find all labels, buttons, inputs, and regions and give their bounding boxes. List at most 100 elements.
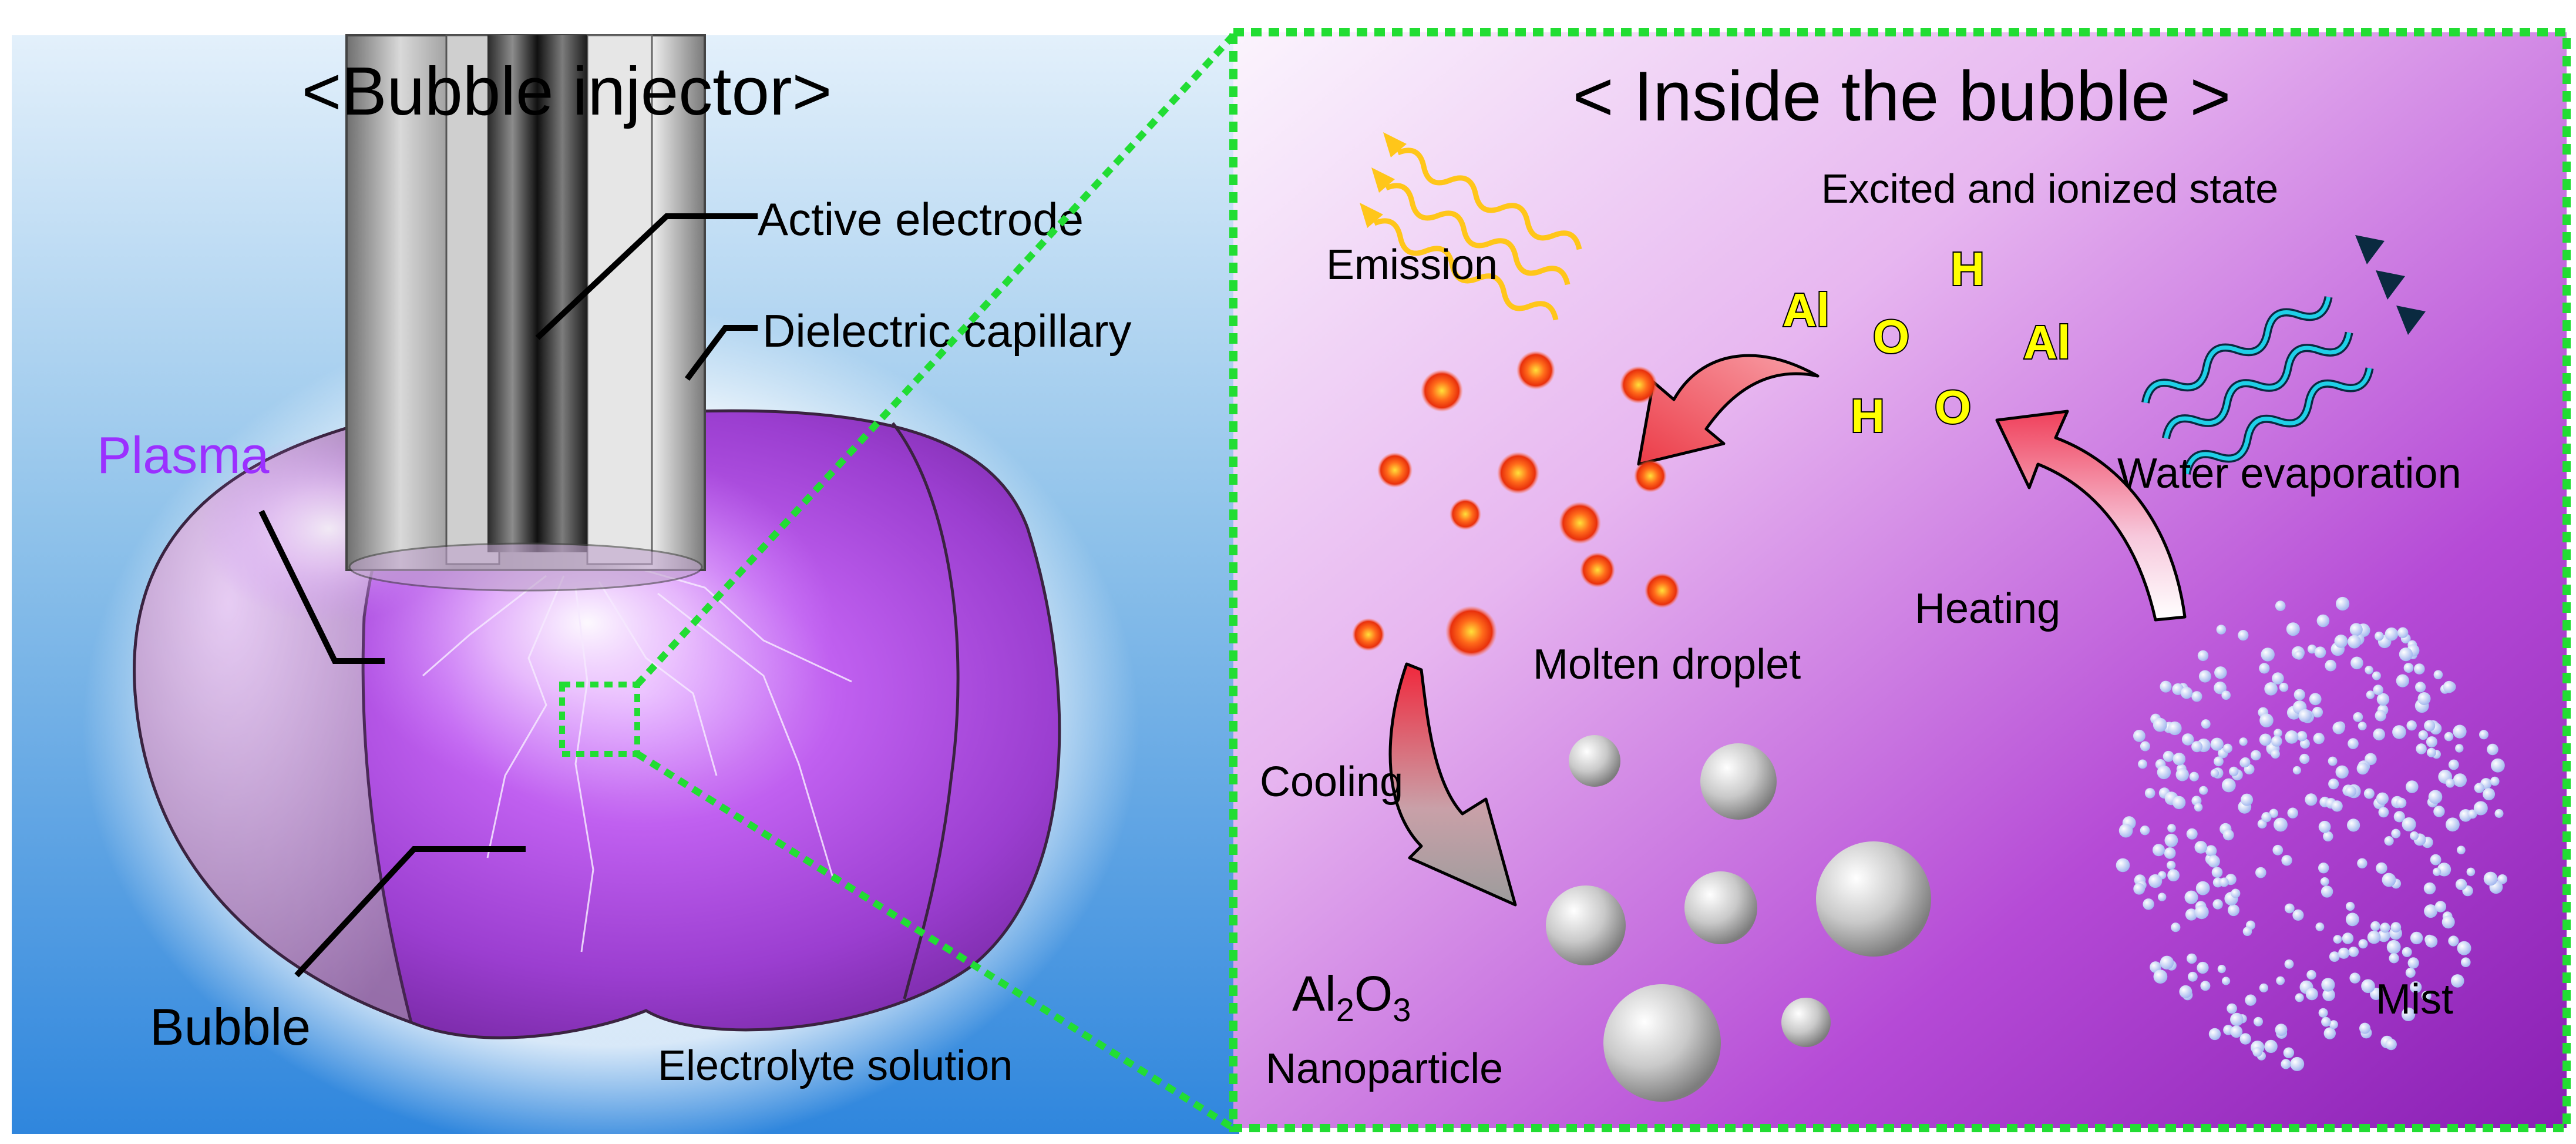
- inside-bubble-title: < Inside the bubble >: [1573, 57, 2231, 136]
- mist-droplet: [2180, 687, 2193, 699]
- mist-droplet: [2284, 903, 2295, 914]
- mist-droplet: [2210, 769, 2219, 778]
- formula-o: O: [1354, 966, 1393, 1021]
- mist-droplet: [2397, 627, 2409, 638]
- mist-droplet: [2410, 831, 2419, 840]
- mist-droplet: [2212, 899, 2223, 910]
- droplet: [1634, 459, 1667, 492]
- zoom-connectors: [634, 32, 1236, 1132]
- mist-droplet: [2214, 666, 2227, 679]
- mist-droplet: [2350, 656, 2363, 670]
- mist-droplet: [2329, 951, 2340, 962]
- emission-waves: [1373, 147, 1582, 321]
- droplet: [1450, 498, 1481, 530]
- mist-droplet: [2158, 893, 2167, 901]
- mist-droplet: [2168, 721, 2182, 736]
- mist-droplet: [2402, 947, 2412, 957]
- mist-droplet: [2318, 820, 2331, 833]
- mist-droplet: [2367, 930, 2381, 944]
- mist-droplet: [2286, 622, 2300, 636]
- zoom-source-box: [559, 682, 640, 757]
- mist-droplet: [2316, 614, 2330, 628]
- mist-droplet: [2380, 922, 2390, 933]
- mist-droplet: [2483, 871, 2498, 886]
- mist-droplet: [2261, 648, 2275, 662]
- mist-droplet: [2227, 1003, 2237, 1014]
- mist-droplet: [2230, 1012, 2244, 1026]
- mist-droplet: [2451, 974, 2464, 988]
- mist-droplet: [2430, 854, 2442, 865]
- mist-droplet: [2138, 759, 2147, 769]
- mist-droplet: [2163, 750, 2174, 762]
- atom-al-1: Al: [1783, 284, 1830, 336]
- mist-droplet: [2345, 786, 2357, 797]
- label-al2o3: Al2O3: [1292, 966, 1411, 1028]
- mist-droplet: [2214, 756, 2224, 767]
- mist-droplet: [2396, 674, 2409, 687]
- mist-droplet: [2320, 877, 2329, 886]
- mist-droplet: [2228, 904, 2239, 917]
- mist-droplet: [2353, 712, 2363, 722]
- mist-droplet: [2309, 693, 2322, 706]
- mist-droplet: [2375, 710, 2386, 722]
- mist-droplet: [2306, 969, 2316, 980]
- mist-droplet: [2428, 790, 2443, 804]
- mist-droplet: [2466, 867, 2476, 877]
- label-molten-droplet: Molten droplet: [1533, 641, 1801, 688]
- mist-droplet: [2389, 953, 2399, 964]
- label-bubble: Bubble: [150, 998, 311, 1056]
- nanoparticle-sphere: [1603, 984, 1721, 1102]
- evaporation-arrowheads: [2355, 235, 2426, 335]
- mist-droplet: [2457, 846, 2466, 854]
- mist-droplet: [2255, 867, 2266, 878]
- mist-droplet: [2384, 836, 2394, 846]
- mist-droplet: [2217, 965, 2226, 974]
- mist-droplet: [2259, 713, 2274, 727]
- left-panel: <Bubble injector> Active electrode Diele…: [12, 34, 1239, 1144]
- mist-droplet: [2173, 753, 2186, 766]
- evaporation-waves-color: [2143, 296, 2372, 475]
- mist-droplet: [2329, 1020, 2338, 1029]
- mist-droplet: [2160, 680, 2172, 693]
- mist-droplet: [2321, 978, 2335, 992]
- mist-droplet: [2338, 947, 2350, 959]
- mist-droplet: [2373, 685, 2383, 695]
- mist-droplet: [2179, 985, 2192, 998]
- label-dielectric-capillary: Dielectric capillary: [762, 305, 1132, 357]
- mist-droplet: [2284, 959, 2294, 969]
- emission-arrowheads: [1360, 132, 1407, 228]
- atom-h-2: H: [1851, 390, 1885, 442]
- mist-droplet: [2210, 737, 2224, 751]
- mist-droplet: [2386, 940, 2401, 954]
- mist-droplet: [2328, 756, 2338, 766]
- mist-droplet: [2490, 776, 2500, 786]
- atom-h-1: H: [1951, 243, 1985, 295]
- mist-droplet: [2405, 968, 2416, 978]
- mist-droplet: [2283, 1047, 2295, 1058]
- mist-droplet: [2207, 855, 2220, 868]
- label-mist: Mist: [2376, 976, 2453, 1023]
- mist-droplet: [2346, 912, 2359, 927]
- mist-droplet: [2259, 733, 2272, 746]
- atom-o-1: O: [1873, 310, 1909, 363]
- mist-droplet: [2194, 841, 2208, 854]
- mist-droplet: [2305, 793, 2318, 806]
- mist-droplet: [2153, 969, 2168, 984]
- mist-droplet: [2444, 732, 2454, 742]
- mist-droplet: [2295, 993, 2304, 1002]
- mist-droplet: [2274, 817, 2288, 832]
- mist-droplet: [2242, 927, 2252, 936]
- mist-droplet: [2357, 858, 2368, 869]
- nanoparticle-sphere: [1684, 871, 1757, 944]
- bubble-injector-title: <Bubble injector>: [302, 53, 832, 129]
- mist-droplet: [2241, 793, 2254, 806]
- mist-droplet: [2453, 773, 2467, 787]
- mist-droplet: [2167, 869, 2180, 881]
- mist-droplet: [2140, 741, 2150, 752]
- mist-droplet: [2331, 800, 2343, 812]
- mist-droplet: [2230, 1025, 2243, 1038]
- mist-droplet: [2195, 881, 2210, 895]
- mist-droplet: [2189, 771, 2199, 781]
- mist-droplet: [2148, 874, 2163, 888]
- mist-droplet: [2264, 682, 2278, 696]
